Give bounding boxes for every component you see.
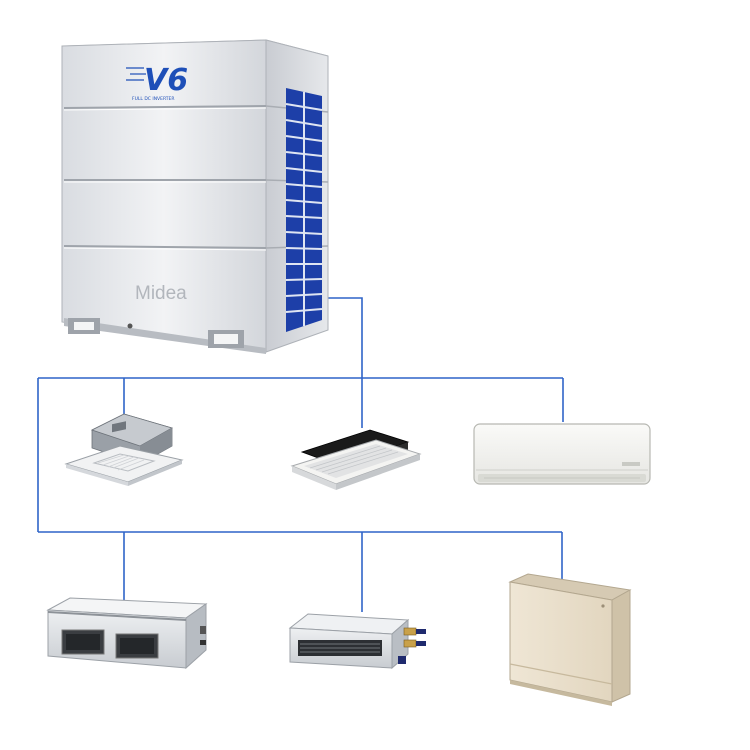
- indoor-unit-high-static-duct: [46, 597, 208, 670]
- duct-fan-outlet-right: [115, 633, 159, 659]
- pipe-connectors: [398, 627, 426, 664]
- indoor-unit-1way-cassette: [290, 429, 422, 490]
- duct-fan-outlet-left: [61, 629, 105, 655]
- pipe-main-riser: [323, 297, 363, 378]
- indoor-unit-floor-console: [508, 573, 632, 706]
- console-status-light: [601, 604, 605, 608]
- indoor-unit-4way-cassette: [64, 413, 184, 486]
- heat-exchanger-grille: [285, 88, 323, 332]
- outdoor-unit: V6 FULL DC INVERTER Midea: [61, 39, 329, 354]
- midea-logo: Midea: [135, 283, 187, 304]
- indoor-unit-slim-duct: [288, 613, 426, 670]
- refrigerant-pipe-network: [37, 297, 564, 612]
- indoor-unit-wall-mounted: [473, 423, 651, 485]
- base-screw: [127, 323, 133, 329]
- v6-badge: V6 FULL DC INVERTER: [126, 63, 188, 102]
- v6-badge-subtitle: FULL DC INVERTER: [132, 96, 175, 102]
- v6-badge-text: V6: [144, 63, 188, 98]
